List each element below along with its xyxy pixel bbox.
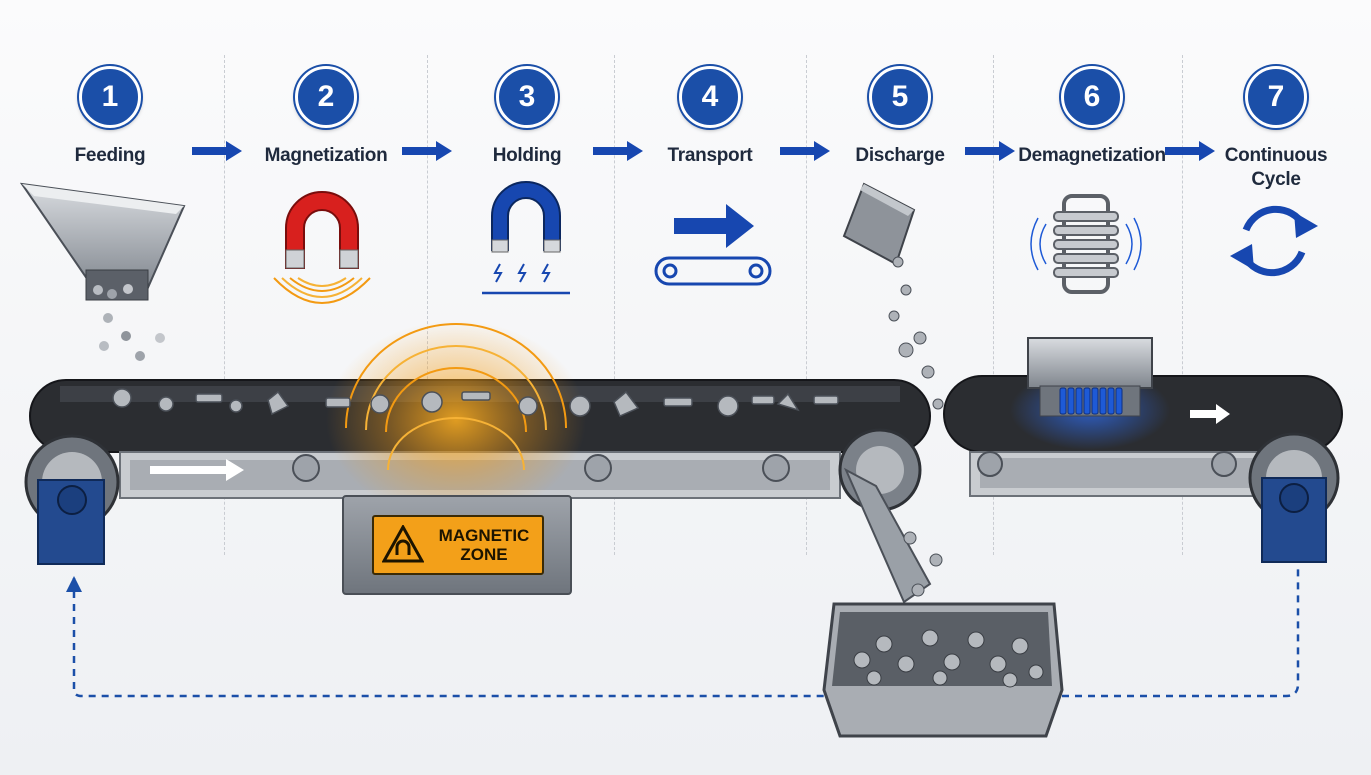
flow-arrow-icon — [593, 141, 643, 161]
magnetic-zone-sign: MAGNETIC ZONE — [372, 515, 544, 575]
step-number-badge: 4 — [679, 66, 741, 128]
flow-arrow-icon — [192, 141, 242, 161]
horseshoe-magnet-icon — [273, 191, 371, 304]
coil-icon — [1030, 194, 1142, 294]
step-label: Holding — [492, 145, 562, 166]
zone-sign-line2: ZONE — [460, 545, 508, 564]
step-number-badge: 6 — [1061, 66, 1123, 128]
step-6: 6 Demagnetization — [1012, 66, 1172, 168]
column-divider — [614, 55, 615, 555]
step-number-badge: 3 — [496, 66, 558, 128]
cycle-arrows-icon — [1230, 205, 1318, 277]
flow-arrow-icon — [1165, 141, 1215, 161]
step-label: Transport — [667, 145, 753, 166]
column-divider — [993, 55, 994, 555]
step-3: 3 Holding — [447, 66, 607, 168]
step-label: Magnetization — [264, 145, 388, 166]
flow-arrow-icon — [402, 141, 452, 161]
step-4: 4 Transport — [630, 66, 790, 168]
step-label: Discharge — [855, 145, 945, 166]
zone-sign-line1: MAGNETIC — [438, 526, 530, 545]
holding-magnet-icon — [482, 181, 570, 295]
discharge-block-icon — [842, 182, 916, 266]
step-5: 5 Discharge — [820, 66, 980, 168]
magnetic-zone-plate: MAGNETIC ZONE — [342, 495, 572, 595]
column-divider — [806, 55, 807, 555]
flow-arrow-icon — [965, 141, 1015, 161]
step-7: 7 Continuous Cycle — [1196, 66, 1356, 192]
conveyor-arrow-icon — [654, 204, 772, 286]
step-1: 1 Feeding — [30, 66, 190, 168]
step-label: Feeding — [74, 145, 146, 166]
step-number-badge: 5 — [869, 66, 931, 128]
flow-arrow-icon — [780, 141, 830, 161]
step-number-badge: 2 — [295, 66, 357, 128]
column-divider — [224, 55, 225, 555]
step-number-badge: 1 — [79, 66, 141, 128]
warning-magnet-icon — [382, 525, 424, 563]
column-divider — [427, 55, 428, 555]
step-number-badge: 7 — [1245, 66, 1307, 128]
step-label: Continuous Cycle — [1224, 145, 1328, 190]
step-2: 2 Magnetization — [246, 66, 406, 168]
column-divider — [1182, 55, 1183, 555]
step-label: Demagnetization — [1018, 145, 1166, 166]
